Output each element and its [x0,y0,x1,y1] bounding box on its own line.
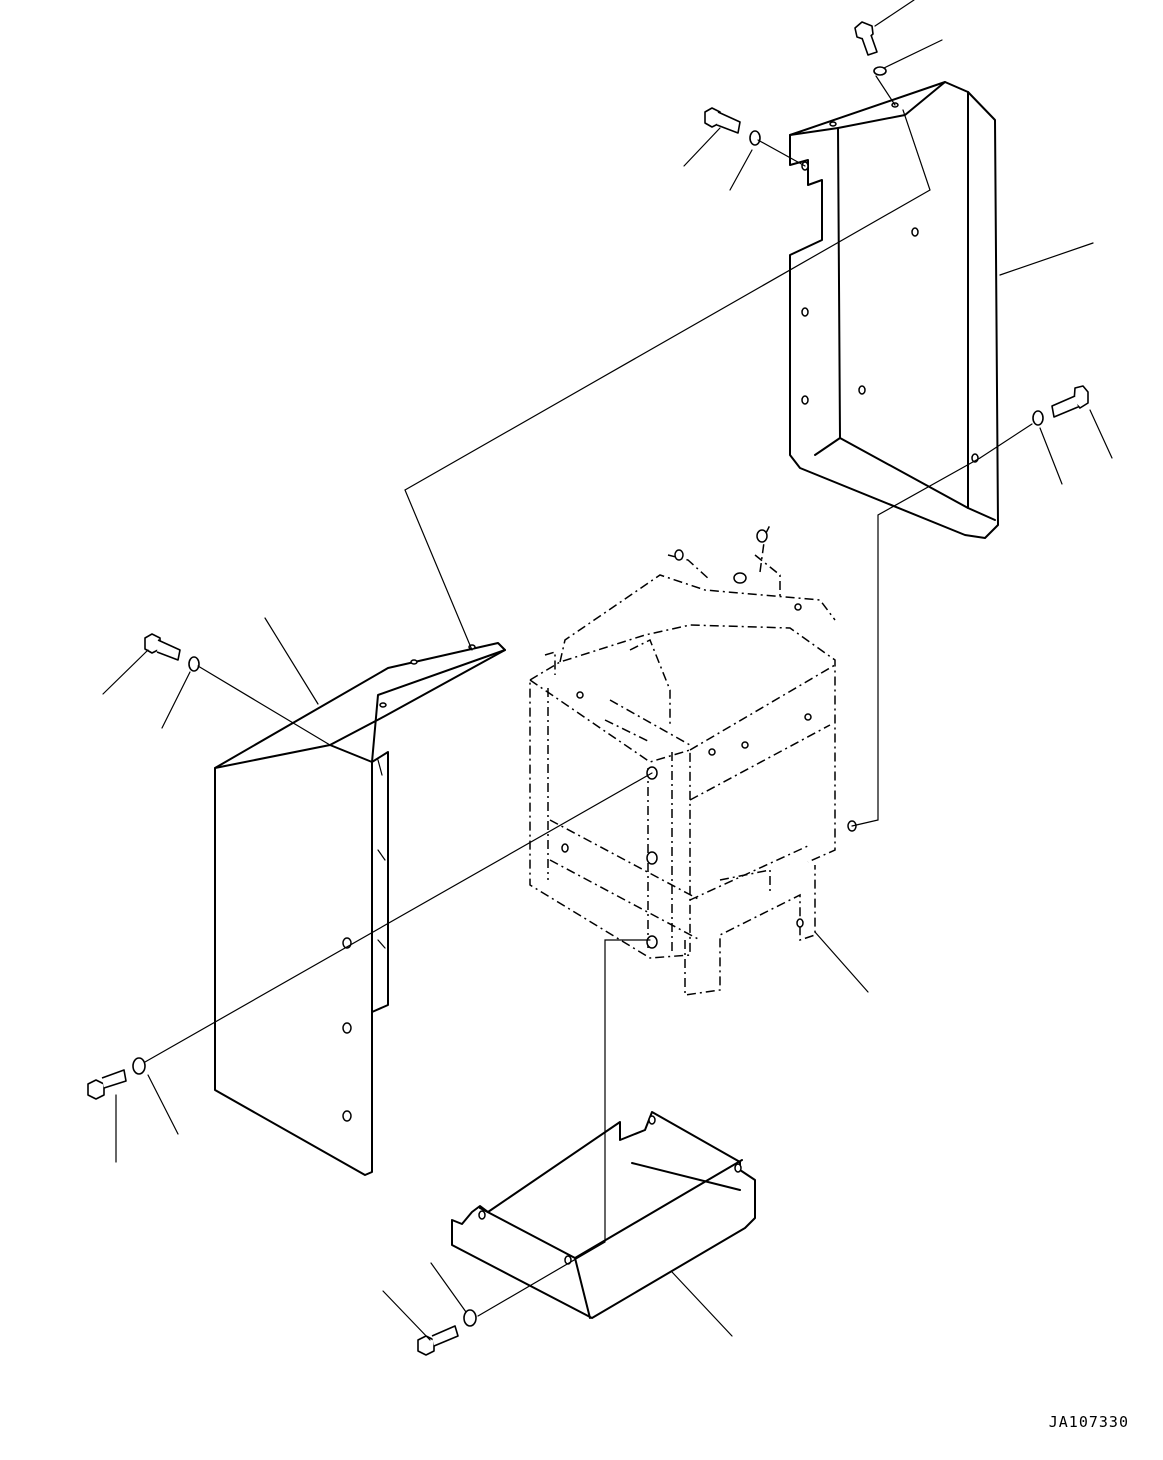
bolt-bottom [417,1325,459,1356]
drawing-code-label: JA107330 [1048,1413,1129,1431]
washer-left-bottom [132,1057,146,1075]
assembly-guide-lines [144,75,1033,1317]
washer-bottom [463,1309,477,1327]
washer-top [873,66,887,76]
bolt-top [854,21,878,56]
lower-cover-tray [451,1111,756,1319]
washer-left-top [188,656,200,672]
upper-right-cover-panel [789,81,999,539]
bolt-left-bottom [87,1069,127,1100]
bolt-right [1051,385,1089,418]
bolt-left-top [144,633,181,661]
support-frame-phantom [529,524,857,996]
left-cover-panel [214,642,506,1176]
callout-leader-lines [102,0,1113,1341]
washer-upper-left [749,130,761,146]
bolt-upper-left [704,107,741,134]
washer-right [1032,410,1044,426]
